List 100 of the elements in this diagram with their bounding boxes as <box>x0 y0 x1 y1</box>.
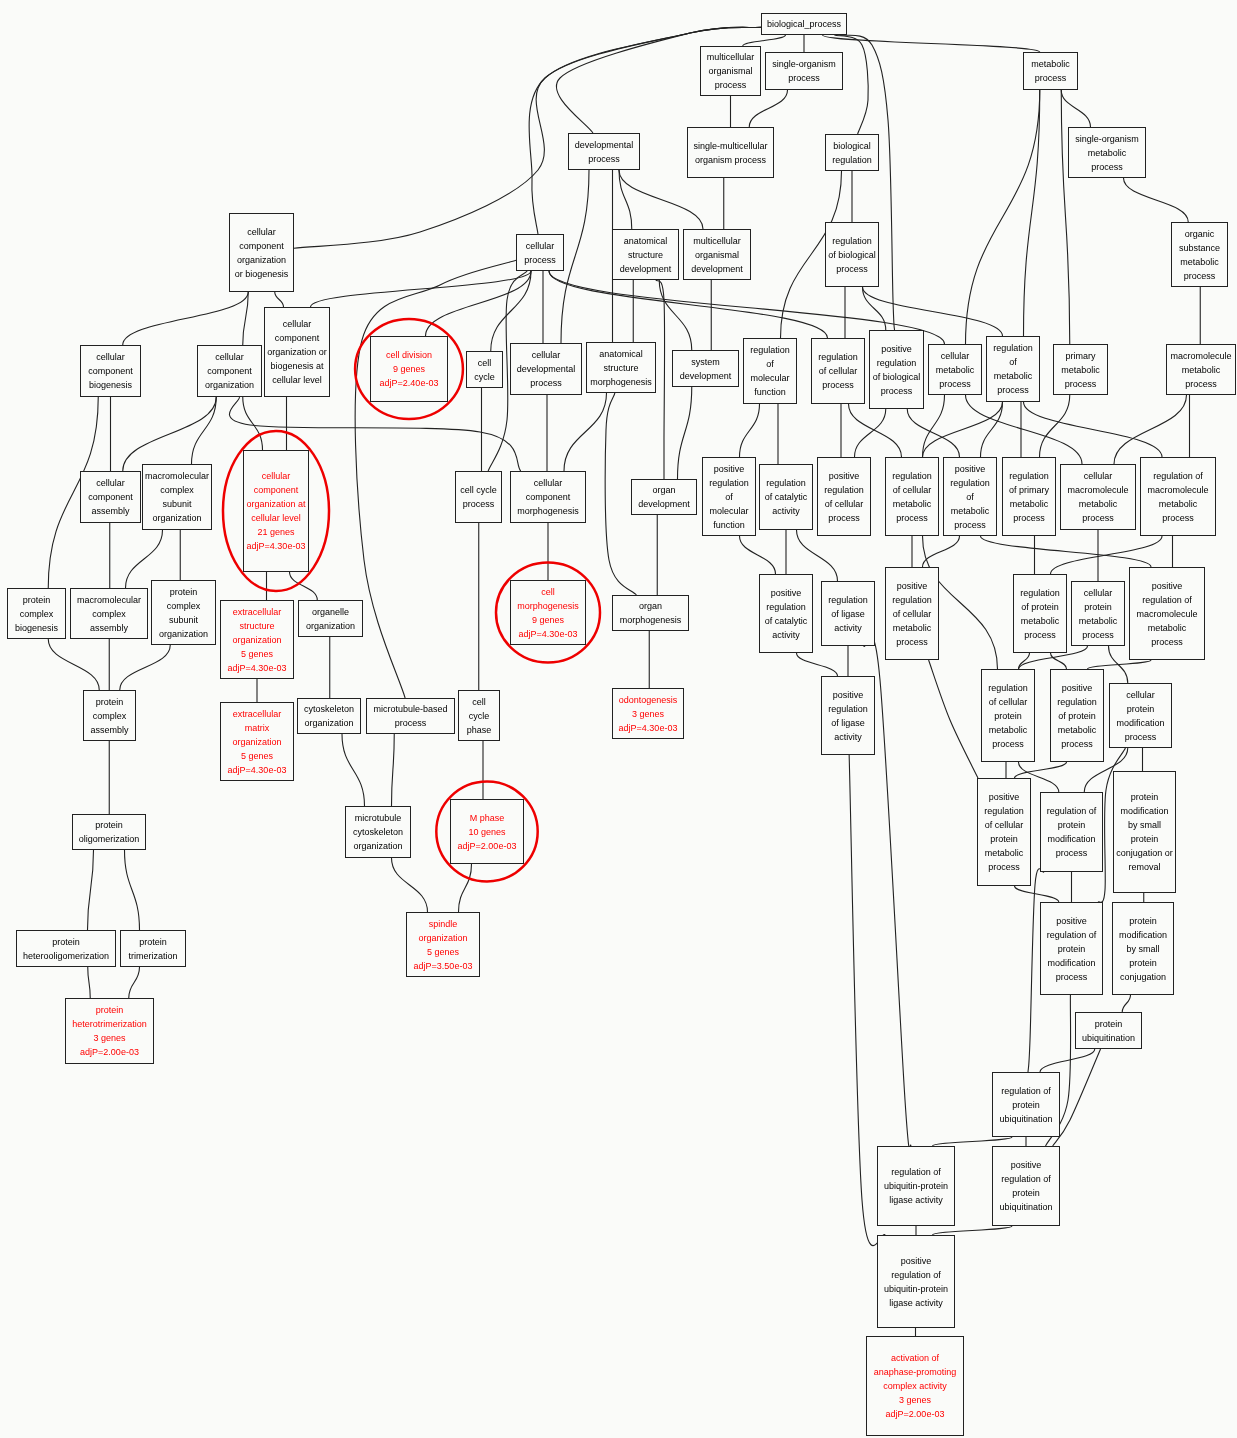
term-label: multicellular organismal process <box>705 51 756 92</box>
term-box <box>466 351 503 388</box>
connector-line <box>1188 394 1191 458</box>
term-label: positive regulation of cellular metabolic process <box>891 579 933 649</box>
term-box <box>229 213 294 292</box>
connector-line <box>87 966 91 999</box>
connector-line <box>928 659 979 779</box>
connector-line <box>844 286 846 339</box>
term-label: regulation of cellular protein metabolic process <box>987 681 1029 751</box>
term-box <box>1060 464 1136 530</box>
term-box <box>1109 683 1172 748</box>
connector-line <box>1020 401 1022 458</box>
term-label: microtubule-based process <box>372 703 449 730</box>
term-label: cell cycle <box>473 356 496 384</box>
connector-line <box>779 170 843 339</box>
connector-line <box>632 279 634 343</box>
term-box <box>151 580 216 645</box>
connector-line <box>655 279 666 480</box>
term-box <box>821 581 875 646</box>
term-box <box>80 345 141 397</box>
connector-line <box>921 401 1004 458</box>
term-box <box>743 338 797 404</box>
connector-line <box>1017 645 1089 670</box>
term-label: protein trimerization <box>127 935 179 963</box>
term-label: protein complex subunit organization <box>157 585 209 641</box>
connector-line <box>964 394 1083 465</box>
connector-line <box>1038 394 1071 458</box>
connector-line <box>1097 529 1099 582</box>
term-box <box>1075 1012 1142 1049</box>
term-box <box>885 567 939 660</box>
connector-line <box>548 270 946 345</box>
term-label: organic substance metabolic process <box>1178 227 1221 283</box>
term-label: cellular component assembly <box>87 477 134 518</box>
connector-line <box>979 535 1152 568</box>
term-label: cellular component biogenesis <box>87 351 134 392</box>
enriched-term-box <box>65 998 154 1064</box>
connector-line <box>979 401 1004 458</box>
connector-line <box>1039 1048 1096 1073</box>
term-label: positive regulation of ligase activity <box>827 688 869 744</box>
connector-line <box>1022 401 1163 458</box>
connector-line <box>390 733 395 807</box>
term-label: regulation of ligase activity <box>827 593 869 635</box>
enriched-term-box <box>220 600 294 679</box>
connector-line <box>795 529 839 582</box>
enriched-term-box <box>406 912 480 977</box>
term-box <box>510 471 586 523</box>
connector-line <box>480 387 483 472</box>
term-label: cell cycle phase <box>465 695 493 737</box>
term-box <box>761 13 847 35</box>
term-box <box>297 698 361 734</box>
term-box <box>1040 792 1103 872</box>
term-box <box>687 127 774 178</box>
connector-line <box>288 571 318 601</box>
term-box <box>1023 52 1078 90</box>
connector-line <box>748 89 789 128</box>
term-label: regulation of cellular process <box>817 351 859 392</box>
connector-line <box>1070 871 1073 903</box>
connector-line <box>390 857 429 913</box>
connector-line <box>1122 177 1189 223</box>
term-label: cellular developmental process <box>515 349 577 390</box>
adjusted-p-value: adjP=4.30e-03 <box>227 661 287 675</box>
connector-line <box>1121 994 1132 1013</box>
term-label: protein complex biogenesis <box>14 593 59 635</box>
connector-line <box>108 638 110 691</box>
term-label: primary metabolic process <box>1060 349 1101 391</box>
term-box <box>825 222 879 287</box>
term-label: regulation of metabolic process <box>992 342 1034 397</box>
connector-line <box>265 571 268 601</box>
term-label: regulation of primary metabolic process <box>1008 469 1050 525</box>
term-label: cell cycle process <box>459 484 498 511</box>
term-box <box>120 930 186 967</box>
term-box <box>1171 222 1228 287</box>
term-label: multicellular organismal development <box>690 234 744 276</box>
connector-line <box>861 286 1004 337</box>
connector-line <box>122 396 217 472</box>
connector-line <box>490 270 532 352</box>
term-box <box>1002 457 1056 536</box>
connector-line <box>1013 885 1060 903</box>
connector-line <box>785 529 787 575</box>
connector-line <box>656 514 658 596</box>
term-label: cellular process <box>523 239 557 267</box>
adjusted-p-value: adjP=4.30e-03 <box>227 763 287 777</box>
term-label: microtubule cytoskeleton organization <box>352 812 404 853</box>
term-label: cellular component organization or biogenesis at cellular level <box>267 318 327 387</box>
term-box <box>1040 902 1103 995</box>
connector-line <box>906 408 961 458</box>
connector-line <box>128 966 141 999</box>
connector-line <box>528 26 762 235</box>
connector-line <box>1025 1136 1027 1147</box>
term-label: cellular metabolic process <box>934 349 976 391</box>
term-label: biological regulation <box>831 139 873 167</box>
connector-line <box>1052 1048 1102 1147</box>
term-box <box>70 588 148 639</box>
term-label: positive regulation of cellular protein metabolic process <box>983 791 1025 874</box>
connector-line <box>795 652 839 677</box>
adjusted-p-value: adjP=4.30e-03 <box>246 540 306 553</box>
term-box <box>811 338 865 404</box>
term-box <box>977 778 1031 886</box>
connector-line <box>710 279 712 351</box>
gene-count: 10 genes <box>468 825 506 839</box>
